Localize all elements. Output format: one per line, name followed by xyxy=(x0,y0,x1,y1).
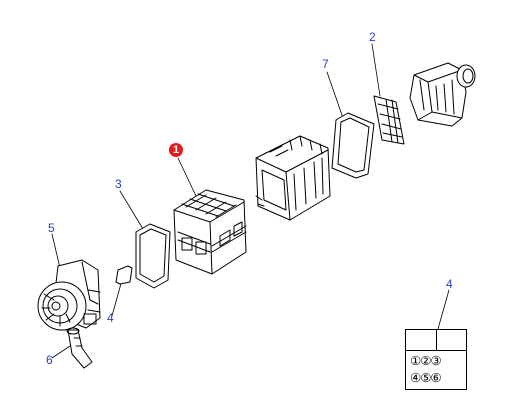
callout-6[interactable]: 6 xyxy=(46,353,53,367)
legend-box: ①②③ ④⑤⑥ xyxy=(405,329,467,390)
part-2-intake-housing xyxy=(373,62,476,145)
part-1-filter-cassette xyxy=(173,189,247,275)
part-5-blower xyxy=(37,259,101,331)
callout-3[interactable]: 3 xyxy=(115,177,122,191)
callout-4-legend[interactable]: 4 xyxy=(446,277,453,291)
part-7-gasket xyxy=(331,112,375,179)
callout-2[interactable]: 2 xyxy=(369,30,376,44)
legend-divider xyxy=(406,350,466,351)
leader-lines xyxy=(51,43,450,359)
legend-numbers-row-1: ①②③ xyxy=(410,353,442,368)
callout-7[interactable]: 7 xyxy=(322,57,329,71)
callout-4[interactable]: 4 xyxy=(107,311,114,325)
callout-5[interactable]: 5 xyxy=(48,221,55,235)
main-housing xyxy=(255,135,331,221)
part-6-drain-hose xyxy=(66,327,93,369)
part-4-plate xyxy=(115,265,133,285)
legend-divider-vertical xyxy=(436,330,437,350)
legend-numbers-row-2: ④⑤⑥ xyxy=(410,370,442,385)
part-3-gasket xyxy=(135,223,171,289)
callout-1-highlight[interactable]: 1 xyxy=(169,143,183,157)
